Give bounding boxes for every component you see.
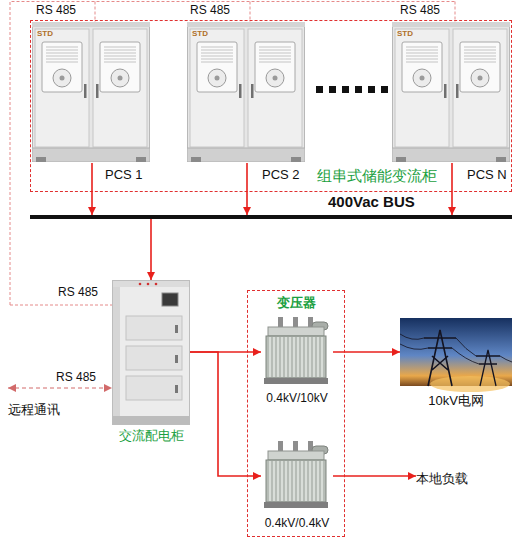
power-flow-arrow — [333, 472, 416, 480]
power-grid-illustration — [400, 318, 512, 392]
arrow-head — [147, 272, 155, 280]
node-label: PCS 1 — [105, 168, 153, 183]
rs485-bus-line — [10, 2, 455, 315]
comm-link — [8, 384, 112, 392]
node-label: PCS 2 — [262, 168, 310, 183]
ac-bus-bar: 400Vac BUS — [30, 215, 512, 219]
remote-comm: 远程通讯 — [8, 382, 72, 422]
brand-logo: STD — [192, 29, 208, 38]
arrow-head — [104, 384, 112, 392]
ac-cabinet-illustration — [112, 281, 190, 425]
group-frame: 变压器 0.4kV/10kV 0.4kV/0.4kV — [247, 290, 345, 537]
connector-line — [246, 163, 248, 215]
power-flow-arrow — [88, 163, 96, 215]
connector-line — [150, 219, 152, 280]
power-grid: 10kV电网 — [400, 318, 512, 386]
group-frame: 组串式储能变流柜 PCS 1 PCS 2 PCS N — [30, 20, 512, 192]
pcs-cabinet: PCS N — [393, 23, 511, 163]
signal-name: RS 485 — [36, 4, 76, 18]
brand-logo: STD — [397, 29, 413, 38]
pcs-cabinet: PCS 1 — [33, 23, 151, 163]
transformer-illustration — [264, 317, 328, 508]
connector-line — [190, 351, 261, 353]
brand-logo: STD — [37, 29, 53, 38]
arrow-head — [408, 472, 416, 480]
node-label: PCS N — [467, 168, 515, 183]
node-label: 本地负载 — [416, 472, 486, 487]
power-flow-arrow — [190, 348, 261, 356]
arrow-head — [253, 348, 261, 356]
node-label: 0.4kV/10kV — [245, 392, 349, 406]
node-label: 10kV电网 — [400, 394, 512, 409]
connector-line — [333, 475, 416, 477]
signal-name: RS 485 — [190, 4, 230, 18]
connector-line — [451, 163, 453, 215]
connector-line — [190, 352, 261, 476]
node-label: 远程通讯 — [8, 403, 80, 418]
node-label: 交流配电柜 — [104, 429, 198, 444]
arrow-head — [253, 472, 261, 480]
arrow-head — [8, 384, 16, 392]
node-label: 0.4kV/0.4kV — [245, 517, 349, 531]
arrow-head — [392, 348, 400, 356]
transformer: 0.4kV/0.4kV — [261, 441, 333, 511]
ac-distribution-cabinet: 交流配电柜 — [112, 280, 190, 425]
arrow-head — [243, 207, 251, 215]
edge-label: RS 485 — [56, 371, 96, 385]
node-label: 组串式储能变流柜 — [317, 167, 487, 184]
power-flow-arrow — [448, 163, 456, 215]
power-flow-arrow — [147, 219, 155, 280]
power-flow-arrow — [333, 348, 400, 356]
pcs-cabinet: PCS 2 — [188, 23, 306, 163]
connector-line — [333, 351, 400, 353]
arrow-head — [88, 207, 96, 215]
connector-line — [91, 163, 93, 215]
pcs-cabinet-illustration — [32, 22, 510, 162]
power-flow-arrow — [190, 352, 261, 480]
connector-line — [8, 388, 112, 389]
signal-name: RS 485 — [58, 286, 98, 300]
power-flow-arrow — [243, 163, 251, 215]
local-load: 本地负载 — [416, 471, 482, 489]
node-label: 变压器 — [248, 296, 344, 311]
node-label: 400Vac BUS — [328, 193, 468, 210]
transformer: 0.4kV/10kV — [261, 317, 333, 387]
ellipsis-dots — [316, 86, 388, 93]
signal-name: RS 485 — [400, 4, 440, 18]
arrow-head — [448, 207, 456, 215]
